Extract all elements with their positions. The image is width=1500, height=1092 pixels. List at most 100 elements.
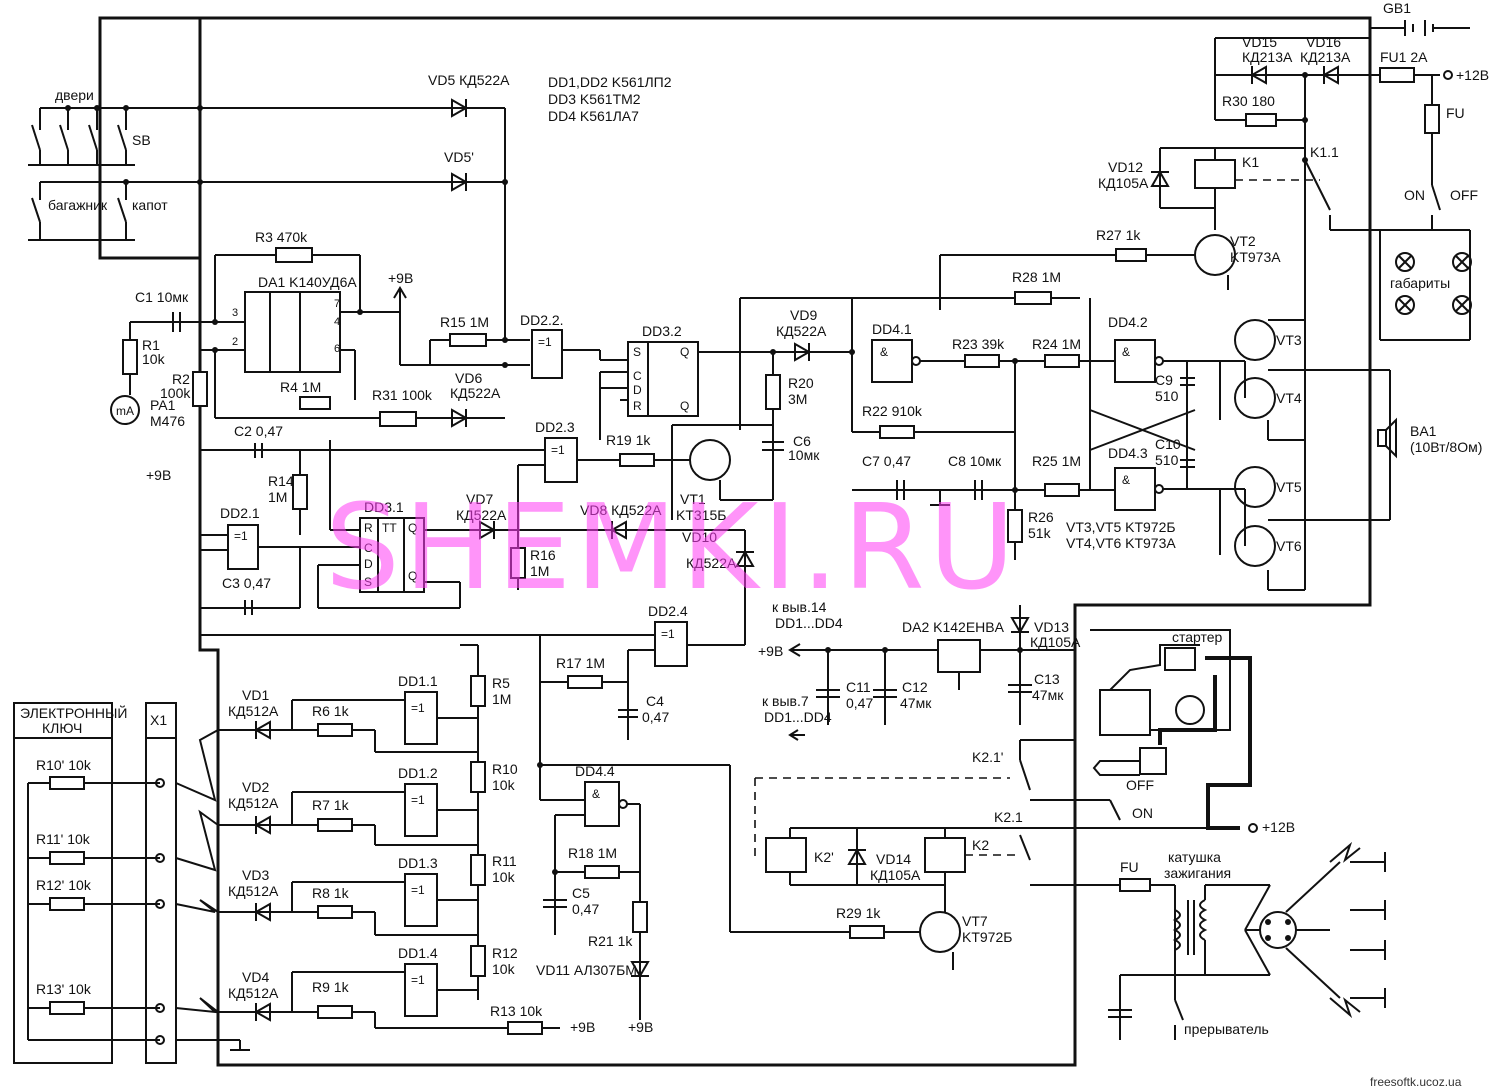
r20-label: R20 (788, 375, 814, 391)
r2-label: R2 (172, 371, 190, 387)
dd32-q: Q (680, 345, 689, 359)
r4-label: R4 1M (280, 379, 321, 395)
r17-label: R17 1M (556, 655, 605, 671)
vt2-label: VT2 (1230, 233, 1256, 249)
plus9-label-a: +9В (388, 270, 413, 286)
pin-6: 6 (334, 343, 340, 355)
vd15-value: КД213A (1242, 49, 1293, 65)
power-supply (1214, 18, 1470, 163)
vd16-value: КД213A (1300, 49, 1351, 65)
vt1-label: VT1 (680, 491, 706, 507)
footer-credit: freesoftk.ucoz.ua (1370, 1075, 1462, 1089)
dd23-label: DD2.3 (535, 419, 575, 435)
key-title-2: КЛЮЧ (42, 720, 82, 736)
dd31-tt: TT (382, 521, 397, 535)
plus12-label-bottom: +12В (1262, 819, 1295, 835)
key-title-1: ЭЛЕКТРОННЫЙ (20, 704, 127, 721)
c4-label: C4 (646, 693, 664, 709)
r11-label: R11 (492, 853, 517, 869)
door-switches (28, 105, 200, 241)
sb-label: SB (132, 132, 151, 148)
on-label-top: ON (1404, 187, 1425, 203)
dd43-label: DD4.3 (1108, 445, 1148, 461)
c6-label: C6 (793, 433, 811, 449)
vd6-label: VD6 (455, 370, 482, 386)
k21-label: K2.1 (994, 809, 1023, 825)
c11-value: 0,47 (846, 695, 873, 711)
r11s-label: R11' 10k (36, 831, 91, 847)
vd9-value: КД522A (776, 323, 827, 339)
xor-symbol-dd11: =1 (411, 701, 425, 715)
plus12-label-top: +12В (1456, 67, 1489, 83)
vt6-label: VT6 (1276, 538, 1302, 554)
dd31-d: D (364, 557, 373, 571)
fu1-label: FU1 2A (1380, 49, 1428, 65)
vd1-label: VD1 (242, 687, 269, 703)
dd44-label: DD4.4 (575, 763, 615, 779)
vd12-value: КД105A (1098, 175, 1149, 191)
r10s-label: R10' 10k (36, 757, 92, 773)
nand-symbol-dd44: & (592, 787, 600, 801)
r3-label: R3 470k (255, 229, 308, 245)
xor-symbol-dd21: =1 (234, 529, 248, 543)
da1-opamp (110, 247, 505, 430)
r10-label: R10 (492, 761, 518, 777)
k1-relay (939, 147, 1470, 310)
pin-3: 3 (232, 307, 238, 319)
c5-label: C5 (572, 885, 590, 901)
pin-7: 7 (334, 298, 340, 310)
vd15-label: VD15 (1242, 34, 1277, 50)
r15-label: R15 1M (440, 314, 489, 330)
vd5-label: VD5 КД522A (428, 72, 510, 88)
dd14-label: DD1.4 (398, 945, 438, 961)
vt2-value: KT973A (1230, 249, 1281, 265)
ba1-label: BA1 (1410, 423, 1437, 439)
vt7-label: VT7 (962, 913, 988, 929)
c10-value: 510 (1155, 452, 1179, 468)
dd13-label: DD1.3 (398, 855, 438, 871)
r11-value: 10k (492, 869, 516, 885)
plus9-label-b: +9В (146, 467, 171, 483)
r19-label: R19 1k (606, 432, 651, 448)
r14-label: R14 (268, 473, 294, 489)
plus9-label-e: +9В (628, 1019, 653, 1035)
lamps-label: габариты (1390, 275, 1450, 291)
dd31-s: S (364, 575, 372, 589)
dd12-label: DD1.2 (398, 765, 438, 781)
xor-symbol-dd14: =1 (411, 973, 425, 987)
vt4-label: VT4 (1276, 390, 1302, 406)
vt-note-1: VT3,VT5 KT972Б (1066, 519, 1176, 535)
dd24-label: DD2.4 (648, 603, 688, 619)
hood-label: капот (132, 197, 168, 213)
dd32-c: C (633, 369, 642, 383)
vd8-label: VD8 КД522A (580, 502, 662, 518)
on-label-ignition: ON (1132, 805, 1153, 821)
vd13-label: VD13 (1034, 619, 1069, 635)
r9-label: R9 1k (312, 979, 350, 995)
x1-label: X1 (150, 712, 167, 728)
off-label-top: OFF (1450, 187, 1478, 203)
r1-value: 10k (142, 351, 166, 367)
k21p-label: K2.1' (972, 749, 1003, 765)
xor-symbol-dd12: =1 (411, 793, 425, 807)
vd14-value: КД105A (870, 867, 921, 883)
c13-value: 47мк (1032, 687, 1064, 703)
da2-regulator (788, 605, 1075, 741)
vd9-group (760, 342, 850, 500)
vd14-label: VD14 (876, 851, 911, 867)
vt7-value: KT972Б (962, 929, 1012, 945)
r26-label: R26 (1028, 509, 1054, 525)
k2p-label: K2' (814, 849, 834, 865)
vt1-value: KT315Б (676, 507, 726, 523)
r20-value: 3M (788, 391, 807, 407)
c1-label: C1 10мк (135, 289, 189, 305)
dd21-label: DD2.1 (220, 505, 260, 521)
k2-relays (754, 739, 1240, 970)
key-decoder (218, 644, 560, 1035)
r28-label: R28 1M (1012, 269, 1061, 285)
plus9-label-c: +9В (758, 643, 783, 659)
dd31-qn: Q (408, 569, 417, 583)
vd7-value: КД522A (456, 507, 507, 523)
c2-label: C2 0,47 (234, 423, 283, 439)
